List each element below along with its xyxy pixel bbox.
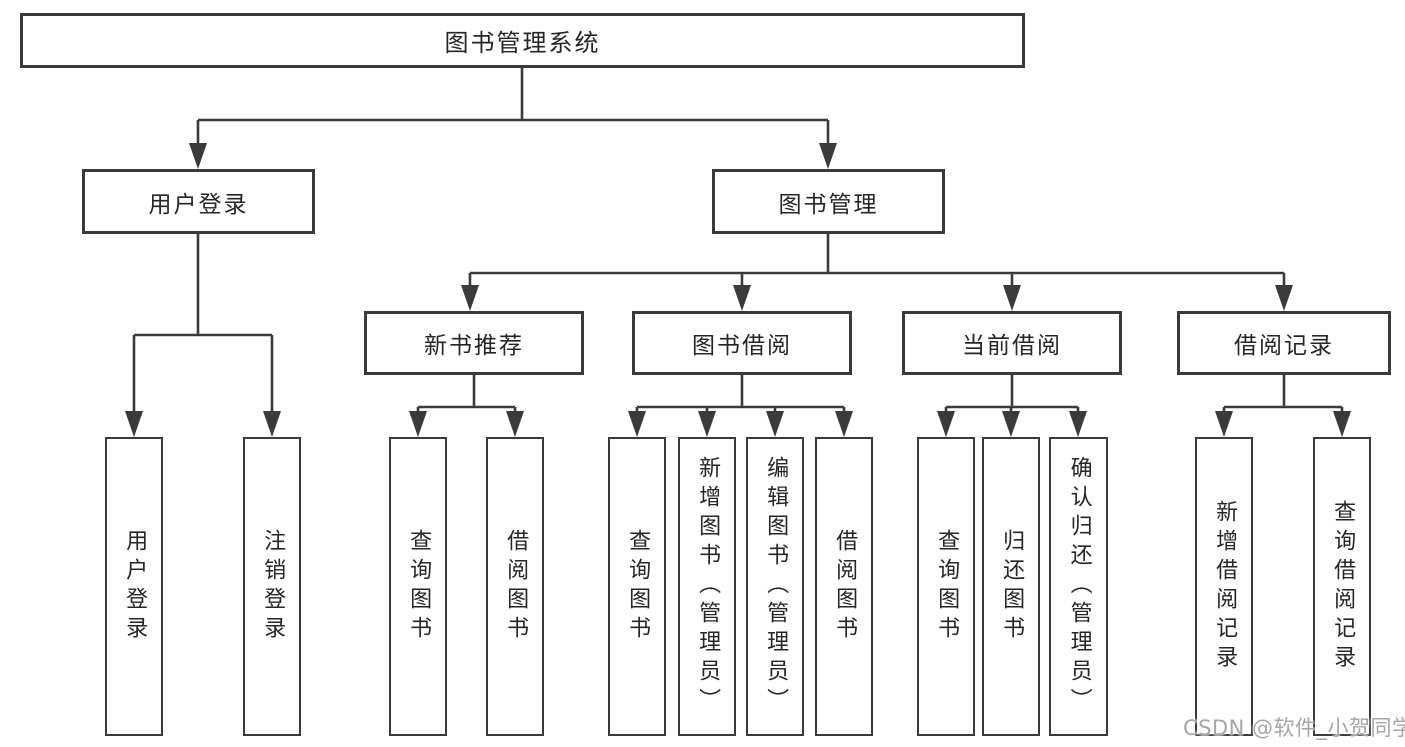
leaf-cb-confirm-return-admin: 确认归还（管理员） (1049, 437, 1108, 736)
leaf-br-query-record: 查询借阅记录 (1313, 437, 1371, 736)
leaf-nbr-query-books-label: 查询图书 (406, 528, 432, 645)
leaf-cb-return-books: 归还图书 (982, 437, 1040, 736)
node-current-borrow: 当前借阅 (902, 311, 1122, 375)
csdn-watermark: CSDN @软件_小贺同学 (1183, 716, 1405, 740)
node-user-login: 用户登录 (82, 169, 315, 234)
node-book-borrow-label: 图书借阅 (692, 333, 792, 359)
leaf-cb-confirm-return-admin-label: 确认归还（管理员） (1066, 456, 1092, 717)
leaf-bb-borrow-books: 借阅图书 (815, 437, 873, 736)
leaf-cb-query-books-label: 查询图书 (934, 528, 960, 645)
node-book-management-label: 图书管理 (778, 191, 879, 218)
leaf-bb-add-books-admin-label: 新增图书（管理员） (695, 456, 721, 717)
leaf-bb-borrow-books-label: 借阅图书 (832, 528, 858, 645)
leaf-bb-edit-books-admin-label: 编辑图书（管理员） (763, 456, 789, 717)
node-borrow-records-label: 借阅记录 (1234, 333, 1334, 359)
leaf-logout-label: 注销登录 (260, 528, 286, 645)
leaf-bb-edit-books-admin: 编辑图书（管理员） (746, 437, 804, 736)
node-book-management: 图书管理 (712, 169, 945, 234)
leaf-nbr-query-books: 查询图书 (389, 437, 447, 736)
node-user-login-label: 用户登录 (148, 191, 249, 218)
node-root-label: 图书管理系统 (444, 29, 601, 57)
leaf-cb-return-books-label: 归还图书 (999, 528, 1025, 645)
node-book-borrow: 图书借阅 (632, 311, 852, 375)
leaf-nbr-borrow-books: 借阅图书 (486, 437, 544, 736)
node-borrow-records: 借阅记录 (1177, 311, 1391, 375)
leaf-br-add-record: 新增借阅记录 (1195, 437, 1253, 736)
leaf-user-login: 用户登录 (105, 437, 163, 736)
node-new-book-recommend: 新书推荐 (364, 311, 584, 375)
leaf-bb-query-books: 查询图书 (608, 437, 666, 736)
node-new-book-recommend-label: 新书推荐 (424, 333, 524, 359)
leaf-bb-add-books-admin: 新增图书（管理员） (678, 437, 736, 736)
leaf-logout: 注销登录 (243, 437, 301, 736)
leaf-cb-query-books: 查询图书 (917, 437, 975, 736)
leaf-br-add-record-label: 新增借阅记录 (1212, 499, 1238, 674)
node-root: 图书管理系统 (20, 13, 1025, 68)
leaf-user-login-label: 用户登录 (122, 528, 148, 645)
leaf-bb-query-books-label: 查询图书 (625, 528, 651, 645)
leaf-br-query-record-label: 查询借阅记录 (1330, 499, 1356, 674)
leaf-nbr-borrow-books-label: 借阅图书 (503, 528, 529, 645)
node-current-borrow-label: 当前借阅 (962, 333, 1062, 359)
